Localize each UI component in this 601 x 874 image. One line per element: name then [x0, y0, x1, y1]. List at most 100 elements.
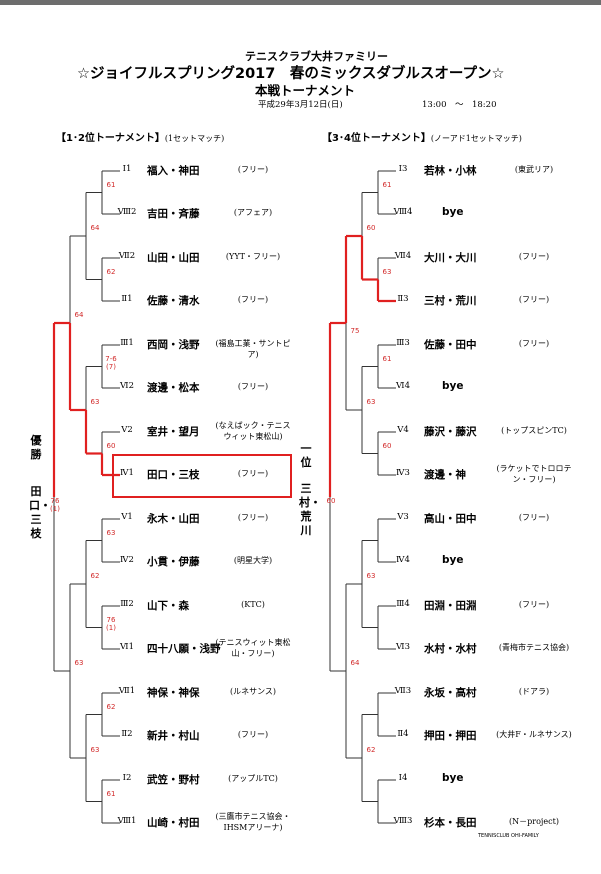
- left-seed: Ⅲ2: [120, 599, 134, 609]
- right-pair-name: 杉本・長田: [424, 817, 477, 829]
- left-score-r1: 63: [106, 528, 116, 537]
- right-score-r2: 62: [366, 746, 376, 754]
- left-score-r3: 64: [74, 311, 84, 319]
- right-seed: Ⅲ3: [396, 338, 410, 348]
- right-club-name: (ドアラ): [518, 687, 550, 696]
- left-pair-name: 四十八願・浅野: [147, 643, 221, 655]
- right-pair-name: 大川・大川: [424, 252, 477, 264]
- left-score-r1: 76 (1): [106, 615, 116, 632]
- left-section-note: (1セットマッチ): [164, 134, 225, 143]
- left-club-name: (フリー): [237, 469, 269, 478]
- right-score-r3: 64: [350, 659, 360, 667]
- left-seed: Ⅷ2: [117, 207, 137, 217]
- champion-highlight-box: [112, 454, 292, 498]
- left-score-r2: 64: [90, 224, 100, 232]
- left-seed: Ⅱ1: [121, 294, 133, 304]
- right-seed: Ⅴ3: [397, 512, 409, 522]
- left-club-name: (KTC): [241, 600, 265, 609]
- right-club-name: (ラケットでトロロテン・フリー): [496, 464, 572, 484]
- left-seed: Ⅱ2: [121, 729, 133, 739]
- left-seed: Ⅵ2: [120, 381, 134, 391]
- left-club-name: (フリー): [237, 165, 269, 174]
- right-bye-slot: bye: [442, 554, 464, 566]
- left-seed: Ⅴ2: [121, 425, 133, 435]
- left-pair-name: 山田・山田: [147, 252, 200, 264]
- left-pair-name: 佐藤・清水: [147, 295, 200, 307]
- right-pair-name: 三村・荒川: [424, 295, 477, 307]
- left-score-final: 76 (1): [50, 497, 60, 513]
- event-time: 13:00 ～ 18:20: [422, 100, 497, 110]
- right-seed: Ⅶ4: [394, 251, 412, 261]
- left-pair-name: 新井・村山: [147, 730, 200, 742]
- left-score-r1: 61: [106, 180, 116, 189]
- left-club-name: (三鷹市テニス協会・IHSMアリーナ): [215, 812, 291, 832]
- right-score-r1: 61: [382, 354, 392, 363]
- left-club-name: (YYT・フリー): [225, 252, 281, 261]
- left-club-name: (フリー): [237, 295, 269, 304]
- right-seed: Ⅶ3: [394, 686, 412, 696]
- left-pair-name: 田口・三枝: [147, 469, 200, 481]
- right-pair-name: 高山・田中: [424, 513, 477, 525]
- right-pair-name: 若林・小林: [424, 165, 477, 177]
- right-seed: Ⅳ4: [396, 555, 410, 565]
- right-score-r2: 63: [366, 572, 376, 580]
- left-winner-label: 優勝: [30, 434, 42, 461]
- right-seed: Ⅴ4: [397, 425, 409, 435]
- left-pair-name: 小貫・伊藤: [147, 556, 200, 568]
- left-score-r1: 61: [106, 789, 116, 798]
- left-club-name: (フリー): [237, 730, 269, 739]
- left-seed: Ⅳ1: [120, 468, 134, 478]
- left-club-name: (フリー): [237, 513, 269, 522]
- left-pair-name: 永木・山田: [147, 513, 200, 525]
- right-seed: Ⅲ4: [396, 599, 410, 609]
- right-score-r1: 60: [382, 441, 392, 450]
- left-pair-name: 山崎・村田: [147, 817, 200, 829]
- right-score-final: 60: [326, 497, 336, 505]
- left-seed: Ⅴ1: [121, 512, 133, 522]
- right-section-title-text: 【3･4位トーナメント】: [322, 133, 431, 144]
- right-pair-name: 佐藤・田中: [424, 339, 477, 351]
- top-bar: [0, 0, 601, 5]
- left-seed: Ⅲ1: [120, 338, 134, 348]
- right-seed: Ⅰ4: [398, 773, 408, 783]
- left-score-r3: 63: [74, 659, 84, 667]
- right-score-r1: 63: [382, 267, 392, 276]
- page-subtitle: 本戦トーナメント: [255, 83, 356, 98]
- left-seed: Ⅷ1: [117, 816, 137, 826]
- right-pair-name: 押田・押田: [424, 730, 477, 742]
- left-seed: Ⅶ1: [118, 686, 136, 696]
- page-title: ☆ジョイフルスプリング2017 春のミックスダブルスオープン☆: [77, 66, 505, 82]
- right-club-name: (トップスピンTC): [501, 426, 567, 435]
- left-pair-name: 渡邊・松本: [147, 382, 200, 394]
- right-seed: Ⅰ3: [398, 164, 408, 174]
- left-club-name: (なえばック・テニスウィット東松山): [215, 421, 291, 441]
- left-section-title: 【1･2位トーナメント】(1セットマッチ): [56, 129, 224, 144]
- left-seed: Ⅰ1: [122, 164, 132, 174]
- left-pair-name: 福入・神田: [147, 165, 200, 177]
- right-club-name: (東武リア): [514, 165, 554, 174]
- left-seed: Ⅳ2: [120, 555, 134, 565]
- right-bye-slot: bye: [442, 206, 464, 218]
- left-score-r2: 62: [90, 572, 100, 580]
- right-bye-slot: bye: [442, 772, 464, 784]
- right-seed: Ⅳ3: [396, 468, 410, 478]
- right-score-r2: 60: [366, 224, 376, 232]
- left-score-r1: 62: [106, 267, 116, 276]
- left-seed: Ⅶ2: [118, 251, 136, 261]
- left-score-r2: 63: [90, 746, 100, 754]
- right-seed: Ⅷ4: [393, 207, 413, 217]
- right-winner-name: 三村・荒川: [299, 482, 321, 537]
- right-section-title: 【3･4位トーナメント】(ノーアド1セットマッチ): [322, 129, 522, 144]
- right-seed: Ⅱ3: [397, 294, 409, 304]
- right-section-note: (ノーアド1セットマッチ): [430, 134, 522, 143]
- right-seed: Ⅷ3: [393, 816, 413, 826]
- event-date: 平成29年3月12日(日): [258, 100, 343, 110]
- left-club-name: (ルネサンス): [229, 687, 277, 696]
- right-pair-name: 水村・水村: [424, 643, 477, 655]
- right-club-name: (N－project): [509, 817, 559, 826]
- right-seed: Ⅱ4: [397, 729, 409, 739]
- left-club-name: (テニスウィット東松山・フリー): [215, 638, 291, 658]
- left-club-name: (アップルTC): [228, 774, 278, 783]
- left-pair-name: 吉田・斉藤: [147, 208, 200, 220]
